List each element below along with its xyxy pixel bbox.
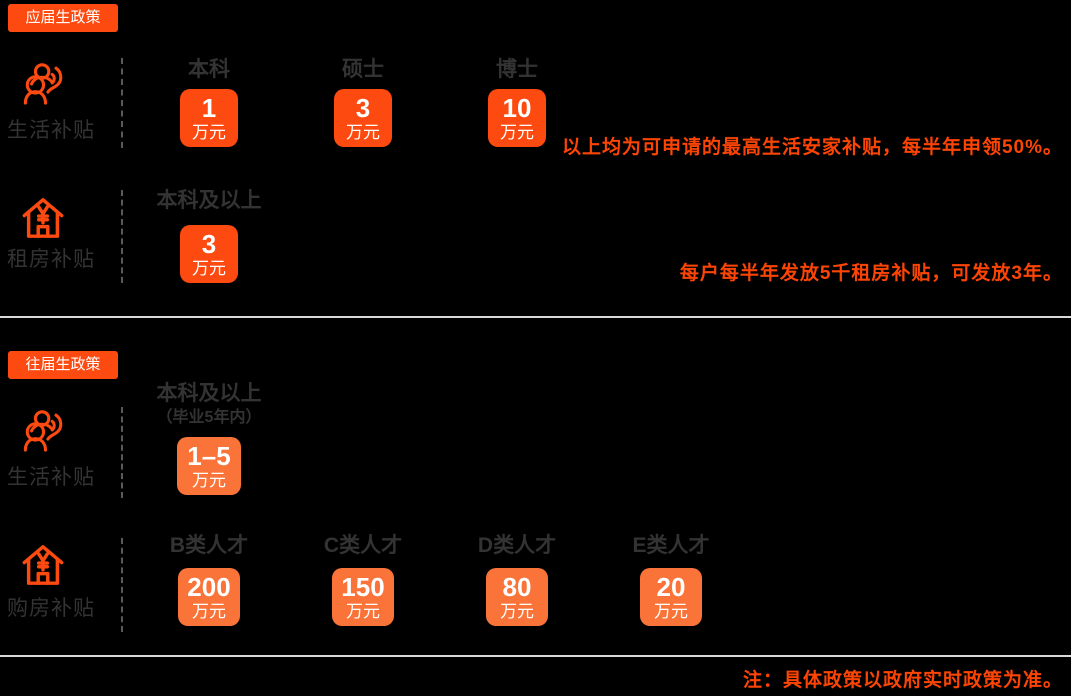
column-header: 本科及以上	[156, 382, 262, 405]
row-label-home-purchase-subsidy: 购房补贴	[7, 597, 95, 620]
column-header: E类人才	[632, 534, 710, 557]
people-care-icon	[23, 410, 63, 452]
column-header: 本科及以上	[156, 189, 262, 212]
note-rent-subsidy: 每户每半年发放5千租房补贴，可发放3年。	[679, 263, 1063, 284]
value-amount: 3	[355, 92, 371, 123]
column-header: 博士	[496, 58, 538, 81]
footer-disclaimer-note: 注：具体政策以政府实时政策为准。	[742, 670, 1063, 691]
house-yuan-icon	[22, 545, 64, 585]
value-unit: 万元	[346, 601, 380, 621]
value-unit: 万元	[500, 122, 534, 142]
value-box: 3 万元	[334, 89, 392, 147]
value-box: 200 万元	[178, 568, 240, 626]
column-header: 硕士	[342, 58, 384, 81]
column-bachelor-and-above: 本科及以上 3 万元	[154, 188, 264, 283]
column-master: 硕士 3 万元	[308, 57, 418, 147]
column-talent-class-b: B类人才 200 万元	[154, 533, 264, 626]
column-talent-class-c: C类人才 150 万元	[308, 533, 418, 626]
column-talent-class-e: E类人才 20 万元	[616, 533, 726, 626]
value-unit: 万元	[192, 258, 226, 278]
value-box: 1 万元	[180, 89, 238, 147]
value-unit: 万元	[346, 122, 380, 142]
value-amount: 200	[187, 571, 231, 602]
note-living-subsidy: 以上均为可申请的最高生活安家补贴，每半年申领50%。	[561, 137, 1063, 158]
value-unit: 万元	[192, 601, 226, 621]
value-amount: 1–5	[187, 440, 231, 471]
value-box: 150 万元	[332, 568, 394, 626]
people-care-icon	[23, 63, 63, 105]
value-amount: 3	[201, 228, 217, 259]
column-subheader: （毕业5年内）	[156, 409, 262, 426]
house-yuan-icon	[22, 198, 64, 238]
column-header: 本科	[188, 58, 230, 81]
value-amount: 80	[502, 571, 532, 602]
row-label-rent-subsidy: 租房补贴	[7, 248, 95, 271]
value-box: 20 万元	[640, 568, 702, 626]
badge-fresh-graduate-policy: 应届生政策	[8, 4, 118, 32]
value-box: 10 万元	[488, 89, 546, 147]
badge-previous-graduate-policy: 往届生政策	[8, 351, 118, 379]
value-box: 1–5 万元	[177, 437, 241, 495]
value-box: 80 万元	[486, 568, 548, 626]
value-unit: 万元	[192, 122, 226, 142]
value-amount: 1	[201, 92, 217, 123]
value-amount: 10	[502, 92, 532, 123]
value-unit: 万元	[654, 601, 688, 621]
value-amount: 150	[341, 571, 385, 602]
row-label-living-subsidy: 生活补贴	[7, 119, 95, 142]
footer-divider	[0, 655, 1071, 657]
column-header: D类人才	[477, 534, 557, 557]
column-bachelor: 本科 1 万元	[154, 57, 264, 147]
column-bachelor-and-above-within-5-years: 本科及以上 （毕业5年内） 1–5 万元	[154, 381, 264, 495]
column-phd: 博士 10 万元	[462, 57, 572, 147]
value-amount: 20	[656, 571, 686, 602]
value-unit: 万元	[500, 601, 534, 621]
dashed-divider-vertical	[121, 58, 123, 148]
value-box: 3 万元	[180, 225, 238, 283]
column-header: C类人才	[323, 534, 403, 557]
column-header: B类人才	[169, 534, 249, 557]
dashed-divider-vertical	[121, 190, 123, 283]
value-unit: 万元	[192, 470, 226, 490]
dashed-divider-vertical	[121, 538, 123, 632]
section-divider	[0, 316, 1071, 318]
column-talent-class-d: D类人才 80 万元	[462, 533, 572, 626]
dashed-divider-vertical	[121, 407, 123, 498]
row-label-living-subsidy: 生活补贴	[7, 466, 95, 489]
